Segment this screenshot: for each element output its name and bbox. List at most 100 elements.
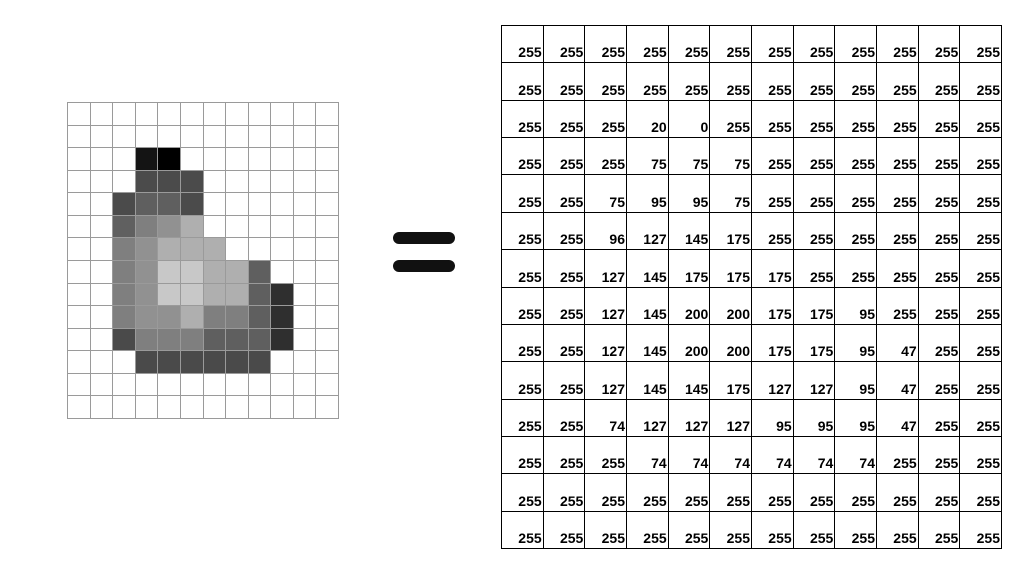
pixel-cell	[180, 125, 204, 149]
pixel-cell	[248, 170, 272, 194]
value-cell: 255	[502, 26, 544, 64]
value-cell: 255	[543, 362, 586, 400]
value-cell: 255	[918, 362, 961, 400]
pixel-cell	[68, 103, 91, 126]
pixel-cell	[203, 193, 227, 216]
pixel-cell	[113, 170, 136, 194]
pixel-cell	[90, 148, 114, 171]
value-cell: 255	[543, 287, 586, 325]
value-cell: 255	[502, 175, 544, 213]
pixel-cell	[158, 238, 181, 261]
value-cell: 255	[877, 511, 919, 549]
value-cell: 255	[918, 474, 961, 512]
value-cell: 255	[960, 250, 1002, 288]
value-cell: 255	[835, 474, 877, 512]
pixel-cell	[226, 373, 249, 397]
value-cell: 255	[960, 324, 1002, 363]
value-cell: 255	[793, 138, 836, 176]
pixel-cell	[316, 170, 339, 194]
value-cell: 175	[752, 250, 794, 288]
value-cell: 20	[627, 100, 669, 139]
value-cell: 255	[877, 436, 919, 475]
value-cell: 255	[752, 26, 794, 64]
pixel-cell	[271, 215, 294, 239]
pixel-cell	[180, 328, 204, 352]
pixel-cell	[203, 306, 227, 329]
pixel-cell	[135, 103, 159, 126]
pixel-cell	[203, 373, 227, 397]
pixel-cell	[226, 306, 249, 329]
pixel-cell	[68, 283, 91, 307]
value-cell: 127	[585, 362, 627, 400]
value-cell: 255	[960, 287, 1002, 325]
pixel-cell	[293, 125, 317, 149]
value-cell: 127	[793, 362, 836, 400]
pixel-cell	[248, 125, 272, 149]
pixel-cell	[113, 238, 136, 261]
pixel-cell	[293, 238, 317, 261]
value-cell: 95	[752, 399, 794, 437]
pixel-cell	[90, 215, 114, 239]
value-cell: 255	[502, 138, 544, 176]
pixel-cell	[180, 193, 204, 216]
pixel-cell	[226, 238, 249, 261]
value-cell: 255	[543, 474, 586, 512]
pixel-cell	[203, 103, 227, 126]
pixel-cell	[203, 148, 227, 171]
pixel-cell	[316, 215, 339, 239]
value-cell: 255	[710, 100, 752, 139]
pixel-cell	[158, 283, 181, 307]
value-cell: 255	[793, 474, 836, 512]
value-cell: 255	[585, 100, 627, 139]
value-cell: 200	[668, 324, 711, 363]
value-cell: 175	[710, 362, 752, 400]
value-cell: 74	[585, 399, 627, 437]
pixel-cell	[248, 306, 272, 329]
value-cell: 255	[960, 100, 1002, 139]
value-cell: 255	[627, 474, 669, 512]
pixel-cell	[90, 373, 114, 397]
pixel-cell	[316, 283, 339, 307]
pixel-cell	[135, 373, 159, 397]
value-cell: 95	[835, 324, 877, 363]
value-cell: 47	[877, 362, 919, 400]
pixel-cell	[113, 260, 136, 284]
value-cell: 255	[960, 175, 1002, 213]
value-cell: 255	[835, 63, 877, 101]
pixel-cell	[271, 125, 294, 149]
pixel-cell	[90, 193, 114, 216]
value-cell: 75	[627, 138, 669, 176]
equals-bar-bottom	[393, 260, 455, 272]
value-cell: 255	[960, 436, 1002, 475]
value-cell: 255	[502, 362, 544, 400]
value-cell: 255	[793, 175, 836, 213]
value-cell: 255	[710, 511, 752, 549]
value-cell: 255	[918, 100, 961, 139]
pixel-cell	[203, 238, 227, 261]
pixel-cell	[158, 125, 181, 149]
value-cell: 255	[793, 26, 836, 64]
pixel-cell	[90, 260, 114, 284]
pixel-cell	[293, 193, 317, 216]
pixel-cell	[180, 170, 204, 194]
value-cell: 175	[752, 324, 794, 363]
pixel-cell	[68, 373, 91, 397]
value-cell: 75	[710, 175, 752, 213]
value-cell: 255	[710, 474, 752, 512]
pixel-cell	[316, 238, 339, 261]
value-cell: 255	[793, 511, 836, 549]
value-cell: 255	[502, 399, 544, 437]
pixel-cell	[203, 215, 227, 239]
value-cell: 255	[627, 63, 669, 101]
pixel-cell	[203, 170, 227, 194]
pixel-cell	[203, 283, 227, 307]
pixel-cell	[226, 260, 249, 284]
pixel-cell	[90, 396, 114, 419]
pixel-cell	[271, 396, 294, 419]
pixel-image-grid	[67, 102, 339, 419]
value-cell: 255	[543, 324, 586, 363]
pixel-cell	[271, 373, 294, 397]
value-cell: 255	[793, 100, 836, 139]
pixel-cell	[316, 328, 339, 352]
value-cell: 255	[543, 511, 586, 549]
